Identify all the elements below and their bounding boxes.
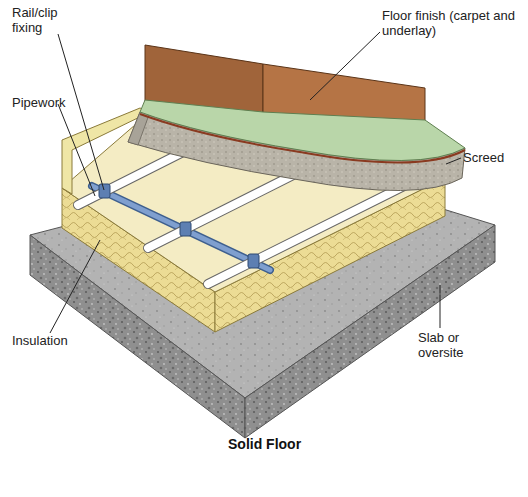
underlay-line	[140, 114, 465, 163]
figure-caption: Solid Floor	[228, 436, 301, 452]
leader-line	[310, 32, 380, 100]
pipe-outline	[208, 178, 420, 284]
callout-label: Rail/clip fixing	[12, 5, 74, 35]
leader-line	[440, 285, 441, 328]
clips	[99, 184, 259, 268]
leader-lines	[50, 32, 461, 333]
pipe	[208, 178, 420, 284]
clip	[180, 222, 191, 236]
callout-label: Pipework	[12, 95, 65, 110]
clip	[248, 254, 259, 268]
edge-strip	[62, 108, 150, 194]
callout-label: Floor finish (carpet and underlay)	[382, 8, 522, 38]
clip	[99, 184, 110, 198]
leader-line	[58, 34, 104, 190]
leader-line	[58, 104, 95, 196]
leader-line	[50, 240, 100, 333]
callout-label: Insulation	[12, 333, 68, 348]
callout-label: Slab or oversite	[418, 330, 480, 360]
leader-line	[446, 158, 461, 164]
callout-label: Screed	[463, 150, 504, 165]
